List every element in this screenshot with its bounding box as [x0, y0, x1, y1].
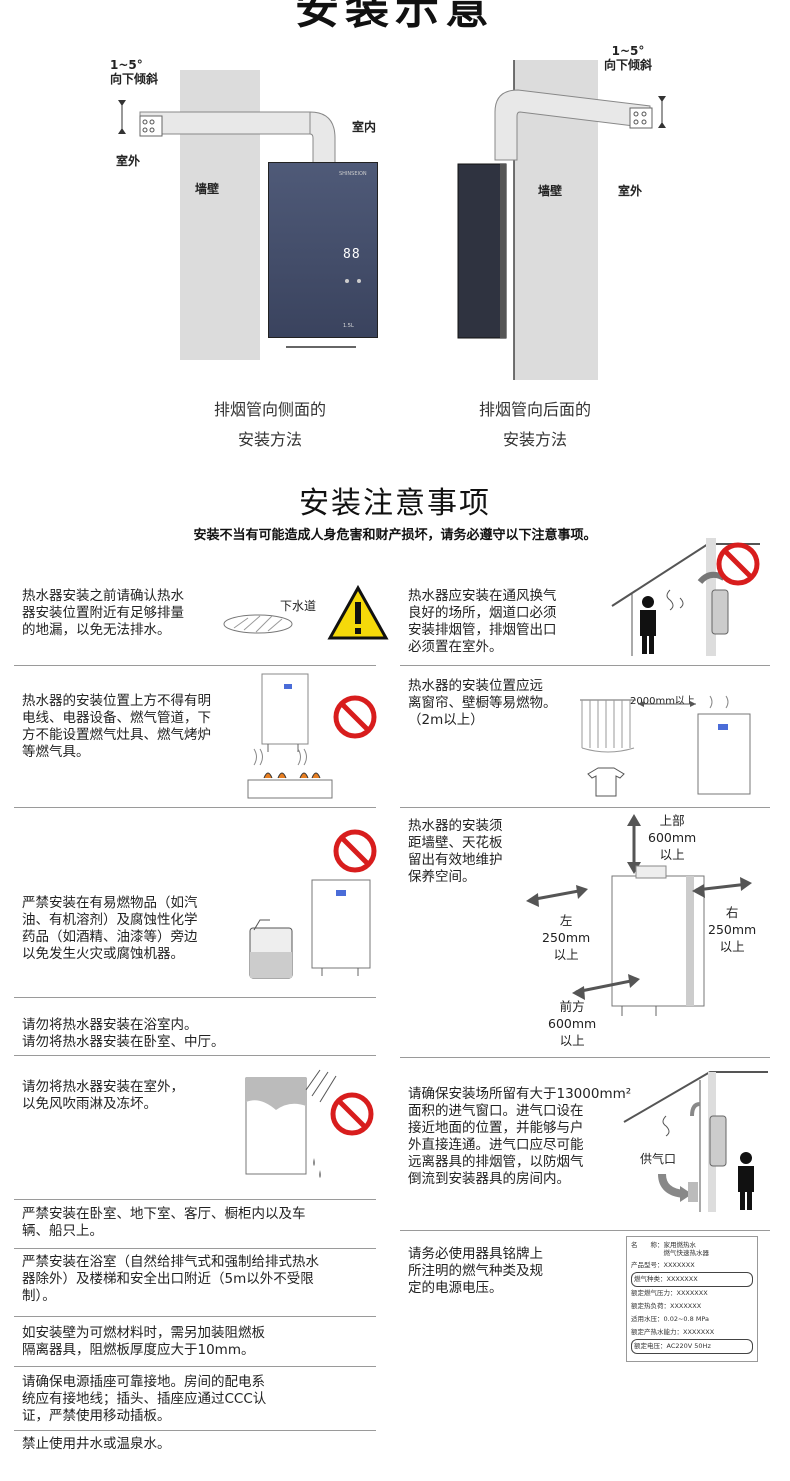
heater-fittings — [286, 336, 356, 348]
divider — [400, 665, 770, 666]
page-title: 安装示意 — [295, 0, 495, 34]
clearance-illustration — [526, 814, 752, 1016]
left-note-5: 请勿将热水器安装在室外， 以免风吹雨淋及冻坏。 — [22, 1079, 184, 1112]
left-note-10: 禁止使用井水或温泉水。 — [22, 1436, 171, 1452]
heater-model: 1.5L — [343, 323, 354, 329]
heater-brand: SHINSEION — [339, 171, 367, 177]
right-note-4: 请确保安装场所留有大于13000mm² 面积的进气窗口。进气口设在 接近地面的位… — [408, 1086, 632, 1187]
right-note-5: 请务必使用器具铭牌上 所注明的燃气种类及规 定的电源电压。 — [408, 1246, 543, 1296]
divider — [14, 1199, 376, 1200]
air-inlet-label: 供气口 — [640, 1152, 677, 1166]
water-heater-front: SHINSEION 88 1.5L — [268, 162, 378, 338]
drain-label: 下水道 — [280, 599, 317, 613]
indoor-label: 室内 — [352, 120, 377, 134]
drain-icon — [223, 614, 293, 634]
divider — [14, 1366, 376, 1367]
left-note-8: 如安装壁为可燃材料时，需另加装阻燃板 隔离器具，阻燃板厚度应大于10mm。 — [22, 1325, 265, 1358]
divider — [400, 807, 770, 808]
side-exhaust-diagram — [118, 70, 336, 360]
heater-above-stove-illustration — [247, 673, 333, 799]
divider — [14, 1248, 376, 1249]
nameplate-row: 适用水压：0.02~0.8 MPa — [631, 1315, 710, 1323]
divider — [14, 807, 376, 808]
nameplate-row: 产品型号：XXXXXXX — [631, 1261, 695, 1269]
divider — [14, 665, 376, 666]
nameplate-row-highlight: 额定电压：AC220V 50Hz — [631, 1339, 753, 1354]
outdoor-label-right: 室外 — [618, 184, 643, 198]
tilt-label-left: 1~5° 向下倾斜 — [110, 58, 159, 86]
divider — [400, 1230, 770, 1231]
caption-left: 排烟管向侧面的 安装方法 — [213, 400, 326, 449]
divider — [14, 1430, 376, 1431]
divider — [14, 1055, 376, 1056]
notice-title: 安装注意事项 — [299, 486, 491, 521]
left-note-6: 严禁安装在卧室、地下室、客厅、橱柜内以及车 辆、船只上。 — [22, 1206, 306, 1239]
warning-icon — [327, 584, 389, 640]
prohibited-icon — [333, 695, 377, 739]
air-inlet-illustration — [623, 1071, 768, 1212]
heater-button-icon — [357, 279, 361, 283]
nameplate-row: 额定燃气压力：XXXXXXX — [631, 1289, 708, 1297]
left-note-1: 热水器安装之前请确认热水 器安装位置附近有足够排量 的地漏，以免无法排水。 — [22, 588, 184, 638]
clearance-left: 左 250mm 以上 — [542, 913, 591, 962]
nameplate: 名 称：家用燃热水 燃气快速热水器 产品型号：XXXXXXX 燃气种类：XXXX… — [626, 1236, 758, 1362]
caption-right: 排烟管向后面的 安装方法 — [478, 400, 591, 449]
right-note-1: 热水器应安装在通风换气 良好的场所，烟道口必须 安装排烟管，排烟管出口 必须置在… — [408, 588, 557, 655]
rear-exhaust-diagram — [457, 60, 666, 380]
flammable-container-illustration — [249, 879, 371, 979]
left-note-3: 严禁安装在有易燃物品（如汽 油、有机溶剂）及腐蚀性化学 药品（如酒精、油漆等）旁… — [22, 895, 198, 962]
wall-label-left: 墙壁 — [195, 182, 220, 196]
heater-button-icon — [345, 279, 349, 283]
curtain-distance-illustration — [580, 695, 751, 797]
divider — [14, 997, 376, 998]
wall-label-right: 墙壁 — [538, 184, 563, 198]
prohibited-icon — [333, 829, 377, 873]
ventilation-house-illustration — [611, 538, 760, 656]
divider — [14, 1316, 376, 1317]
clearance-top: 上部 600mm 以上 — [648, 813, 697, 862]
outdoor-label-left: 室外 — [116, 154, 141, 168]
nameplate-row: 额定产热水能力：XXXXXXX — [631, 1328, 715, 1336]
right-note-3: 热水器的安装须 距墙壁、天花板 留出有效地维护 保养空间。 — [408, 818, 503, 885]
curtain-distance-label: 2000mm以上 — [630, 696, 695, 707]
nameplate-row-highlight: 燃气种类：XXXXXXX — [631, 1272, 753, 1287]
left-note-7: 严禁安装在浴室（自然给排气式和强制给排式热水 器除外）及楼梯和安全出口附近（5m… — [22, 1254, 319, 1304]
right-note-2: 热水器的安装位置应远 离窗帘、壁橱等易燃物。 （2m以上） — [408, 678, 557, 728]
outdoor-rain-illustration — [245, 1069, 374, 1178]
clearance-right: 右 250mm 以上 — [708, 905, 757, 954]
nameplate-row: 额定热负荷：XXXXXXX — [631, 1302, 702, 1310]
notice-subtitle: 安装不当有可能造成人身危害和财产损坏，请务必遵守以下注意事项。 — [193, 528, 597, 543]
heater-display: 88 — [343, 247, 361, 262]
left-note-4: 请勿将热水器安装在浴室内。 请勿将热水器安装在卧室、中厅。 — [22, 1017, 225, 1050]
tilt-label-right: 1~5° 向下倾斜 — [604, 44, 653, 72]
nameplate-row: 名 称：家用燃热水 燃气快速热水器 — [631, 1241, 709, 1257]
divider — [400, 1057, 770, 1058]
left-note-9: 请确保电源插座可靠接地。房间的配电系 统应有接地线；插头、插座应通过CCC认 证… — [22, 1374, 267, 1424]
left-note-2: 热水器的安装位置上方不得有明 电线、电器设备、燃气管道，下 方不能设置燃气灶具、… — [22, 693, 211, 760]
clearance-front: 前方 600mm 以上 — [548, 999, 597, 1048]
